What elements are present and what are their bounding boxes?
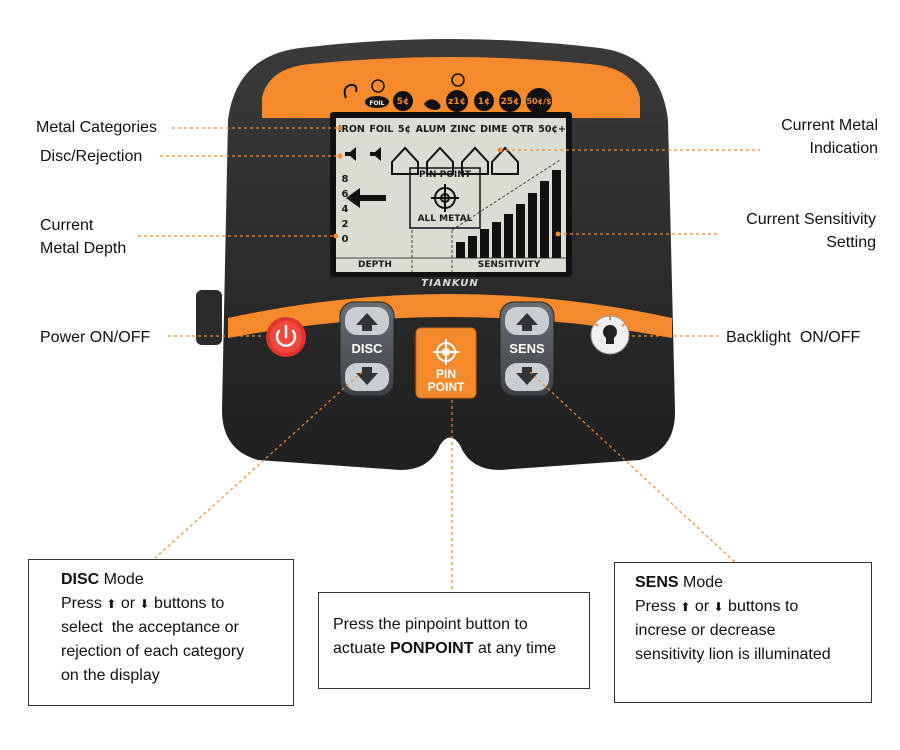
lcd-category-iron: IRON	[338, 124, 365, 135]
down-arrow-icon: ⬇	[713, 600, 724, 614]
lcd-category-zinc: ZINC	[450, 124, 476, 135]
lcd-category-alum: ALUM	[415, 124, 446, 135]
sens-mode-box: SENS Mode Press ⬆ or ⬇ buttons to incres…	[614, 562, 872, 703]
coin-1-icon	[474, 91, 494, 111]
up-arrow-icon: ⬆	[106, 597, 117, 611]
pull-tab-icon	[424, 99, 441, 110]
svg-text:50¢/$: 50¢/$	[526, 97, 552, 106]
coin-5-icon	[393, 91, 413, 111]
lower-orange-band	[228, 294, 672, 338]
callout-current-metal-depth-line2: Metal Depth	[40, 240, 127, 257]
side-knob	[196, 290, 222, 345]
pinpoint-box: Press the pinpoint button to actuate PON…	[318, 592, 590, 689]
brand-logo: TIANKUN	[421, 278, 479, 289]
speaker-icons	[345, 147, 381, 161]
sens-button-label: SENS	[509, 341, 545, 356]
top-category-icons	[343, 73, 552, 114]
depth-tick: 2	[341, 219, 349, 230]
pinpoint-box-line1: Press the pinpoint button to	[333, 616, 528, 633]
lcd-pinpoint-box	[409, 167, 481, 229]
sens-mode-line3: sensitivity lion is illuminated	[635, 646, 831, 663]
coin-z1-icon	[446, 90, 468, 112]
disc-mode-line3: rejection of each category	[61, 643, 245, 660]
svg-text:z1¢: z1¢	[448, 97, 466, 107]
sens-mode-title: SENS Mode	[635, 574, 724, 591]
callout-current-metal-depth-line1: Current	[40, 217, 94, 234]
callout-current-sensitivity-line1: Current Sensitivity	[746, 211, 876, 228]
sens-down-arrow-icon	[516, 367, 538, 385]
disc-button-label: DISC	[351, 341, 383, 356]
foil-icon	[365, 96, 389, 108]
lightbulb-icon	[593, 316, 627, 344]
coin-50-icon	[526, 88, 552, 114]
callout-current-sensitivity-line2: Setting	[826, 234, 876, 251]
sens-up-arrow-icon	[516, 313, 538, 331]
callout-backlight: Backlight ON/OFF	[726, 329, 861, 346]
lcd-depth-label: DEPTH	[358, 260, 392, 270]
callout-power: Power ON/OFF	[40, 329, 151, 346]
lcd-category-5c: 5¢	[397, 124, 412, 135]
pinpoint-button-label-line1: PIN	[435, 367, 456, 381]
depth-tick: 0	[341, 234, 349, 245]
fishhook-icon	[343, 83, 358, 99]
lcd-category-row: IRON FOIL 5¢ ALUM ZINC DIME QTR 50¢+	[338, 124, 566, 138]
svg-text:25¢: 25¢	[501, 97, 520, 107]
lcd-pinpoint-label: PIN POINT	[419, 170, 471, 180]
coin-25-icon	[499, 90, 521, 112]
svg-text:1¢: 1¢	[478, 97, 491, 107]
lcd-category-50c: 50¢+	[538, 124, 566, 135]
pinpoint-button[interactable]: PIN POINT	[416, 328, 476, 398]
svg-text:5¢: 5¢	[397, 97, 410, 107]
callout-current-metal-indication-line2: Indication	[809, 140, 879, 157]
lcd-category-dime: DIME	[480, 124, 508, 135]
power-icon	[275, 324, 297, 347]
sens-mode-line1: Press ⬆ or ⬇ buttons to	[635, 598, 799, 615]
depth-tick: 4	[341, 204, 349, 215]
callout-current-metal-depth: Current Metal Depth	[40, 214, 126, 260]
disc-mode-line1: Press ⬆ or ⬇ buttons to	[61, 595, 225, 612]
up-arrow-icon: ⬆	[680, 600, 691, 614]
disc-mode-line4: on the display	[61, 667, 160, 684]
lcd-crosshair-icon	[431, 184, 459, 212]
depth-tick: 6	[341, 189, 349, 200]
sensitivity-bars	[456, 170, 561, 258]
crosshair-icon	[433, 339, 459, 365]
depth-tick: 8	[341, 174, 349, 185]
disc-down-arrow-icon	[356, 367, 378, 385]
callout-current-metal-indication-line1: Current Metal	[781, 117, 878, 134]
depth-scale: 8 6 4 2 0	[340, 172, 350, 247]
sens-mode-line2: increse or decrease	[635, 622, 776, 639]
pinpoint-button-label-line2: POINT	[427, 380, 465, 394]
lcd-sensitivity-label: SENSITIVITY	[477, 260, 541, 270]
lcd-category-qtr: QTR	[511, 124, 534, 135]
depth-arrow	[346, 188, 386, 208]
callout-current-sensitivity: Current Sensitivity Setting	[746, 208, 876, 254]
callout-disc-rejection: Disc/Rejection	[40, 148, 143, 165]
disc-mode-line2: select the acceptance or	[61, 619, 239, 636]
lcd-all-metal-label: ALL METAL	[417, 214, 473, 224]
callout-metal-categories: Metal Categories	[36, 119, 157, 136]
down-arrow-icon: ⬇	[139, 597, 150, 611]
disc-mode-box: DISC Mode Press ⬆ or ⬇ buttons to select…	[28, 559, 294, 706]
svg-text:FOIL: FOIL	[369, 100, 384, 107]
disc-mode-title: DISC Mode	[61, 571, 144, 588]
callout-current-metal-indication: Current Metal Indication	[781, 114, 878, 160]
lcd-category-foil: FOIL	[369, 124, 394, 135]
disc-up-arrow-icon	[356, 313, 378, 331]
pinpoint-box-line2: actuate PONPOINT at any time	[333, 640, 557, 657]
